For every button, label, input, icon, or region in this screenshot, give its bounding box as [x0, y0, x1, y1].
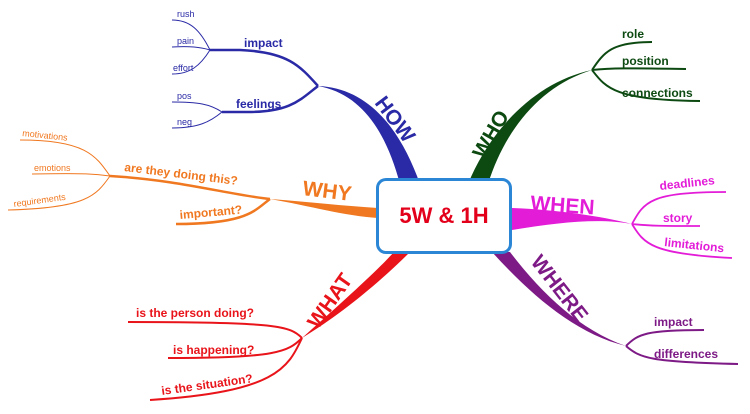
who-position-label: position — [622, 54, 669, 68]
where-impact-link — [625, 329, 705, 347]
why-important-label: important? — [179, 203, 243, 222]
how-effort-link — [171, 49, 211, 75]
how-rush-link — [171, 19, 211, 51]
what-happening-link — [167, 337, 303, 359]
what-happening-label: is happening? — [173, 343, 254, 357]
branch-who: WHO role position connections — [468, 27, 701, 184]
how-pos-label: pos — [177, 91, 192, 101]
branch-how: HOW impact rush pain effort feelings pos… — [171, 9, 420, 184]
how-feelings-link — [222, 85, 319, 114]
when-deadlines-label: deadlines — [659, 173, 716, 193]
how-neg-label: neg — [177, 117, 192, 127]
why-label: WHY — [301, 177, 352, 206]
who-role-label: role — [622, 27, 644, 41]
where-impact-label: impact — [654, 315, 693, 329]
who-main-stem — [468, 70, 592, 184]
how-pain-link — [171, 46, 211, 51]
how-feelings-label: feelings — [236, 97, 282, 111]
branch-when: WHEN deadlines story limitations — [512, 173, 733, 259]
why-main-stem — [270, 199, 378, 218]
what-person-label: is the person doing? — [136, 306, 254, 320]
when-limitations-link — [631, 223, 733, 259]
why-motivations-link — [19, 139, 111, 177]
how-impact-link — [210, 48, 319, 87]
where-main-stem — [492, 252, 626, 346]
when-main-stem — [512, 208, 632, 230]
central-topic-label: 5W & 1H — [399, 203, 489, 228]
who-position-link — [591, 67, 687, 71]
branch-why: WHY are they doing this? motivations emo… — [7, 128, 378, 226]
what-person-link — [127, 321, 303, 339]
branch-where: WHERE impact differences — [492, 251, 739, 365]
what-main-stem — [302, 252, 410, 338]
why-requirements-link — [7, 175, 111, 211]
who-connections-label: connections — [622, 86, 693, 100]
how-rush-label: rush — [177, 9, 195, 19]
how-pos-link — [171, 101, 223, 113]
when-label: WHEN — [530, 192, 596, 219]
how-impact-label: impact — [244, 36, 283, 50]
why-emotions-link — [31, 173, 111, 177]
when-story-link — [631, 223, 701, 227]
who-connections-link — [591, 69, 701, 102]
who-role-link — [591, 41, 653, 71]
why-motivations-label: motivations — [22, 128, 69, 143]
branch-what: WHAT is the person doing? is happening? … — [127, 252, 410, 401]
where-differences-link — [625, 345, 739, 365]
when-limitations-label: limitations — [664, 235, 725, 255]
how-neg-link — [171, 111, 223, 129]
when-story-label: story — [663, 211, 693, 225]
what-situation-link — [149, 337, 303, 401]
when-deadlines-link — [631, 191, 727, 225]
why-important-link — [175, 197, 271, 226]
how-effort-label: effort — [173, 63, 194, 73]
where-differences-label: differences — [654, 347, 718, 361]
how-main-stem — [318, 86, 420, 184]
how-pain-label: pain — [177, 36, 194, 46]
why-emotions-label: emotions — [34, 163, 71, 173]
why-doing-link — [109, 174, 271, 201]
central-topic: 5W & 1H — [376, 178, 512, 254]
